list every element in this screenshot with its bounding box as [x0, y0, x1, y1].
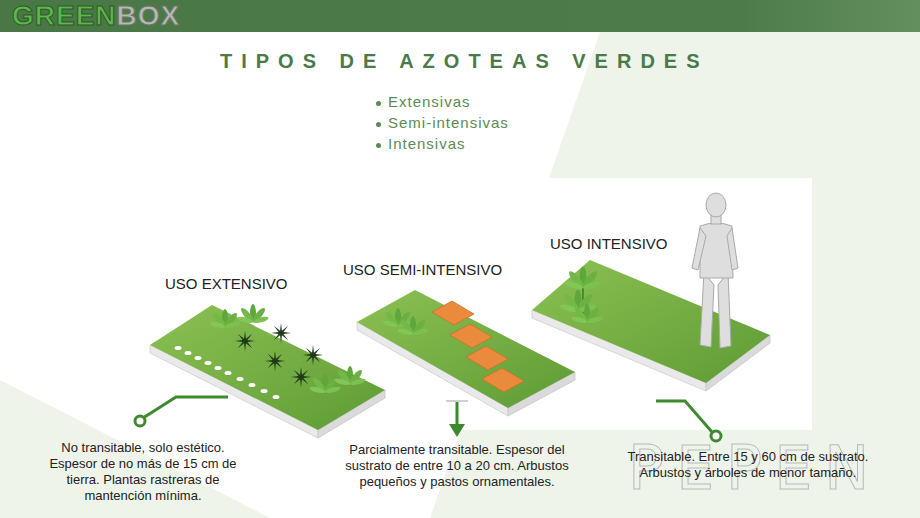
shrub: [559, 267, 603, 325]
type-heading: USO SEMI-INTENSIVO: [343, 261, 502, 279]
page-title: TIPOS DE AZOTEAS VERDES: [220, 50, 709, 73]
description: Transitable. Entre 15 y 60 cm de sustrat…: [626, 449, 870, 481]
logo-part: GREEN: [12, 0, 117, 31]
leader-arrow: [446, 401, 468, 437]
bullet-dot: [376, 101, 381, 106]
list-item: Semi-intensivas: [388, 114, 509, 132]
human-figure: [692, 193, 738, 348]
bullet-dot: [376, 143, 381, 148]
intensive-roof: [532, 193, 770, 391]
description: No transitable, solo estético. Espesor d…: [37, 440, 249, 504]
description: Parcialmente transitable. Espesor del su…: [338, 442, 576, 490]
logo-part: BOX: [117, 0, 181, 31]
header-band: [0, 0, 920, 32]
extensive-roof: [150, 304, 385, 438]
list-item: Intensivas: [388, 135, 466, 153]
type-heading: USO INTENSIVO: [550, 235, 668, 253]
bullet-dot: [376, 122, 381, 127]
list-item: Extensivas: [388, 93, 471, 111]
header-band: GREENBOX: [0, 0, 920, 32]
type-heading: USO EXTENSIVO: [165, 275, 288, 293]
leader-line: [135, 397, 228, 426]
